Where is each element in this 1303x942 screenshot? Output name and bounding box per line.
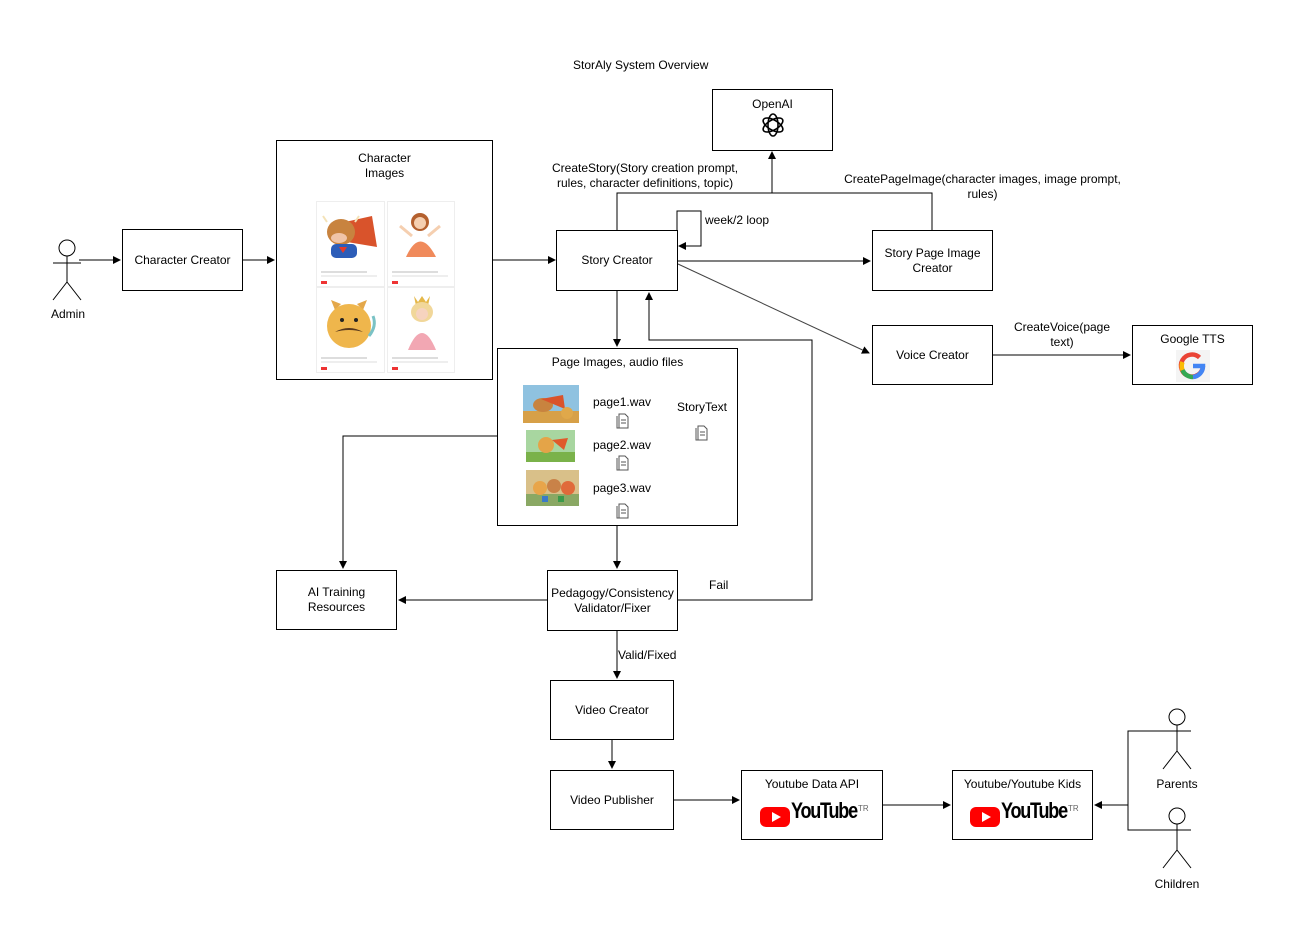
youtube-kids-label: Youtube/Youtube Kids [963, 777, 1082, 791]
google-logo-icon [1176, 350, 1210, 382]
create-story-label: CreateStory(Story creation prompt, rules… [552, 161, 739, 190]
character-card-cow [316, 201, 385, 287]
youtube-data-api-box: Youtube Data API YouTube TR [741, 770, 883, 840]
edge-pic-openai [772, 192, 933, 230]
page1-audio-label: page1.wav [593, 395, 652, 409]
file-icon [616, 455, 629, 471]
story-page-image-creator-label: Story Page Image Creator [884, 245, 981, 275]
character-image-cat [321, 300, 377, 370]
character-images-title: Character Images [358, 151, 411, 180]
video-publisher-box: Video Publisher [550, 770, 674, 830]
page2-audio-label: page2.wav [593, 438, 652, 452]
valid-fixed-label: Valid/Fixed [618, 648, 677, 662]
story-text-label: StoryText [677, 400, 728, 414]
week-loop-label: week/2 loop [705, 213, 770, 227]
validator-label: Pedagogy/Consistency Validator/Fixer [551, 585, 674, 615]
youtube-kids-box: Youtube/Youtube Kids YouTube TR [952, 770, 1093, 840]
page-images-title: Page Images, audio files [551, 355, 684, 369]
page-image-2 [526, 430, 575, 462]
story-page-image-creator-box: Story Page Image Creator [872, 230, 993, 291]
youtube-data-api-label: Youtube Data API [764, 777, 860, 791]
voice-creator-label: Voice Creator [896, 347, 969, 362]
story-creator-label: Story Creator [581, 253, 653, 267]
character-card-princess [387, 201, 455, 287]
create-page-image-label: CreatePageImage(character images, image … [844, 172, 1121, 201]
actor-admin-label: Admin [50, 307, 85, 321]
edge-fail-loop [645, 292, 813, 601]
youtube-wordmark: YouTube [1001, 798, 1068, 823]
edge-story-openai [616, 151, 776, 230]
actor-icon [52, 239, 82, 301]
page-images-box: Page Images, audio files page1.wav page2… [497, 348, 738, 526]
diagram-title: StorAly System Overview [573, 58, 709, 72]
validator-box: Pedagogy/Consistency Validator/Fixer [547, 570, 678, 631]
story-creator-box: Story Creator [556, 230, 678, 291]
openai-logo-icon [762, 113, 784, 137]
page3-audio-label: page3.wav [593, 481, 652, 495]
fail-label: Fail [709, 578, 729, 592]
ai-training-box: AI Training Resources [276, 570, 397, 630]
character-image-unicorn [392, 296, 448, 370]
character-creator-box: Character Creator [122, 229, 243, 291]
page-image-3 [526, 470, 579, 506]
video-publisher-label: Video Publisher [570, 792, 654, 807]
actor-parents-label: Parents [1156, 777, 1198, 791]
youtube-region: TR [858, 804, 869, 813]
openai-box: OpenAI [712, 89, 833, 151]
youtube-logo-icon: YouTube TR [970, 798, 1090, 829]
video-creator-label: Video Creator [575, 702, 649, 717]
character-creator-label: Character Creator [134, 252, 231, 267]
ai-training-label: AI Training Resources [307, 585, 366, 614]
edge-story-voice [677, 263, 870, 354]
actor-icon [1162, 807, 1192, 869]
file-icon [695, 425, 708, 441]
character-image-princess [392, 213, 448, 284]
youtube-logo-icon: YouTube TR [760, 798, 880, 829]
character-card-unicorn [387, 287, 455, 373]
file-icon [616, 413, 629, 429]
openai-label: OpenAI [752, 97, 793, 111]
actor-children-label: Children [1154, 877, 1200, 891]
google-tts-label: Google TTS [1160, 332, 1225, 346]
edge-pages-training [339, 435, 497, 569]
character-card-cat [316, 287, 385, 373]
edge-week-loop [676, 210, 702, 250]
page-image-1 [523, 385, 579, 423]
actor-icon [1162, 708, 1192, 770]
edge-audience-bracket [1127, 730, 1165, 831]
create-voice-label: CreateVoice(page text) [1013, 320, 1111, 349]
google-tts-box: Google TTS [1132, 325, 1253, 385]
voice-creator-box: Voice Creator [872, 325, 993, 385]
youtube-region: TR [1068, 804, 1079, 813]
file-icon [616, 503, 629, 519]
video-creator-box: Video Creator [550, 680, 674, 740]
youtube-wordmark: YouTube [791, 798, 858, 823]
character-images-box: Character Images [276, 140, 493, 380]
character-image-cow [321, 215, 377, 284]
